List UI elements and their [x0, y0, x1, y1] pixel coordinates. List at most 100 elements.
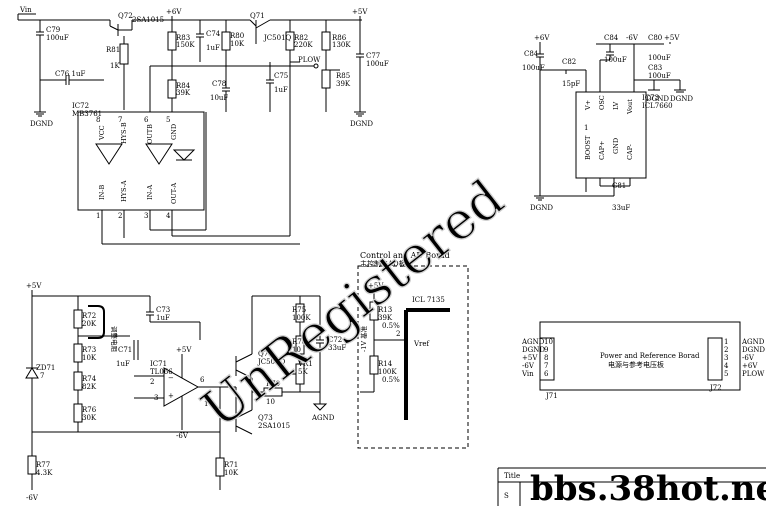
pos5-label-3: +5V [26, 282, 42, 290]
plow-label: PLOW [298, 56, 321, 64]
neg6-label-1: -6V [626, 34, 639, 42]
vr1-ref: VR1 [297, 360, 313, 368]
j71-pin-0: 10 [544, 338, 553, 346]
r80-value: 10K [230, 40, 245, 48]
j71-pin-3: 7 [544, 362, 548, 370]
ic71-pin6: 6 [200, 376, 205, 384]
pos6-label-2: +6V [534, 34, 550, 42]
c74-value: 1uF [206, 44, 220, 52]
r14-ref: R14 [378, 360, 393, 368]
r74-ref: R74 [82, 375, 97, 383]
dgnd-label-1: DGND [30, 120, 53, 128]
neg6-label-3: -6V [176, 432, 189, 440]
site-watermark: bbs.38hot.net [530, 469, 766, 506]
ic73-pin-osc: OSC [598, 95, 606, 110]
ic72-num-1: 1 [96, 212, 100, 220]
j72-net-1: DGND [742, 346, 765, 354]
r83-value: 150K [176, 41, 195, 49]
j71-ref: J71 [545, 392, 558, 400]
c71-value: 1uF [116, 360, 130, 368]
pos5-label-5: +5V [368, 282, 384, 290]
r13-ref: R13 [378, 306, 392, 314]
dgnd-label-4: DGND [670, 95, 693, 103]
j72-net-3: +6V [742, 362, 758, 370]
ic71-pin2: 2 [150, 378, 154, 386]
r79-ref: R79 [266, 380, 280, 388]
ic72-pin-hysb: HYS-B [120, 122, 128, 144]
pos5-label-4: +5V [176, 346, 192, 354]
r82-value: 220K [294, 41, 313, 49]
pos5-label-1: +5V [352, 8, 368, 16]
agnd-label: AGND [311, 414, 335, 422]
r81-ref: R81 [106, 46, 120, 54]
ad-board-frame [357, 265, 469, 449]
pos5-label-2: +5V [664, 34, 680, 42]
c84-value-1: 100uF [522, 64, 545, 72]
c84-ref-1: C84 [524, 50, 539, 58]
j72-pin-0: 1 [724, 338, 728, 346]
c84-value-2: 100uF [604, 56, 627, 64]
ic72-num-8: 8 [96, 116, 100, 124]
c82-ref: C82 [562, 58, 576, 66]
ic72-num-5: 5 [166, 116, 170, 124]
cal-label: 调整电阻 [110, 326, 119, 353]
r81-value: 1K [110, 62, 120, 70]
neg1v-label: -1V 基准 [359, 325, 368, 352]
neg6-label-2: -6V [26, 494, 39, 502]
title-block: Title S [497, 467, 766, 506]
j72-connector [707, 337, 723, 381]
power-board-title: Power and Reference Borad [600, 352, 700, 360]
j72-net-0: AGND [741, 338, 765, 346]
title-label: Title [504, 472, 520, 480]
ic72-pin-outa: OUT-A [170, 182, 178, 204]
ic72-num-2: 2 [118, 212, 122, 220]
r72-ref: R72 [82, 312, 96, 320]
r13-value: 39K [378, 314, 393, 322]
q71-ref: Q71 [250, 12, 265, 20]
top-right-circuit: +6V C84 100uF C82 15pF C84 100uF -6V C80… [522, 34, 693, 212]
c75-ref: C75 [274, 72, 288, 80]
ic72-pin-ina: IN-A [146, 185, 154, 200]
vin-label: Vin [19, 6, 32, 14]
j71-net-3: -6V [522, 362, 535, 370]
c80-ref: C80 [648, 34, 662, 42]
r14-value: 100K [378, 368, 397, 376]
r75-ref: R75 [292, 306, 306, 314]
c74-ref: C74 [206, 30, 221, 38]
j72-pins: 1 2 3 4 5 AGND DGND -6V +6V PLOW [724, 338, 765, 378]
r85-value: 39K [336, 80, 351, 88]
c75-value: 1uF [274, 86, 288, 94]
c80-value: 100uF [648, 54, 671, 62]
ic71-plus: + [168, 392, 174, 400]
c78-value: 10uF [210, 94, 228, 102]
r14-tol: 0.5% [382, 376, 400, 384]
ic72-num-6: 6 [144, 116, 149, 124]
r83-ref: R83 [176, 34, 190, 42]
r86-ref: R86 [332, 34, 347, 42]
ic71-pin1: 1 [204, 400, 208, 408]
ic71-ref: IC71 [150, 360, 167, 368]
r13-tol: 0.5% [382, 322, 400, 330]
ic73-pin-capm: CAP- [626, 144, 634, 160]
r73-ref: R73 [82, 346, 96, 354]
c77-value: 100uF [366, 60, 389, 68]
c72-ref: C72 [328, 336, 342, 344]
j71-net-1: DGND [522, 346, 545, 354]
q74-part: JC501Q [257, 358, 286, 366]
ic71-pin3: 3 [154, 394, 158, 402]
ic72-pin-hysa: HYS-A [120, 180, 128, 202]
c79-ref: C79 [46, 26, 60, 34]
ic72-pin-gnd: GND [170, 124, 178, 140]
r76-value: 30K [82, 414, 97, 422]
c73-value: 1uF [156, 314, 170, 322]
j72-pin-2: 3 [724, 354, 728, 362]
ic73-part: ICL7660 [642, 102, 673, 110]
ic72-body [77, 111, 205, 211]
ad-board: Control and AD Borad 主控制与AD板 +5V R13 39K… [357, 251, 469, 449]
ic71-part: TL066 [150, 368, 173, 376]
q73-part: 2SA1015 [258, 422, 290, 430]
ic71-minus: − [168, 374, 174, 382]
q74-ref: Q74 [258, 350, 273, 358]
ic73-pin-gnd: GND [612, 138, 620, 154]
